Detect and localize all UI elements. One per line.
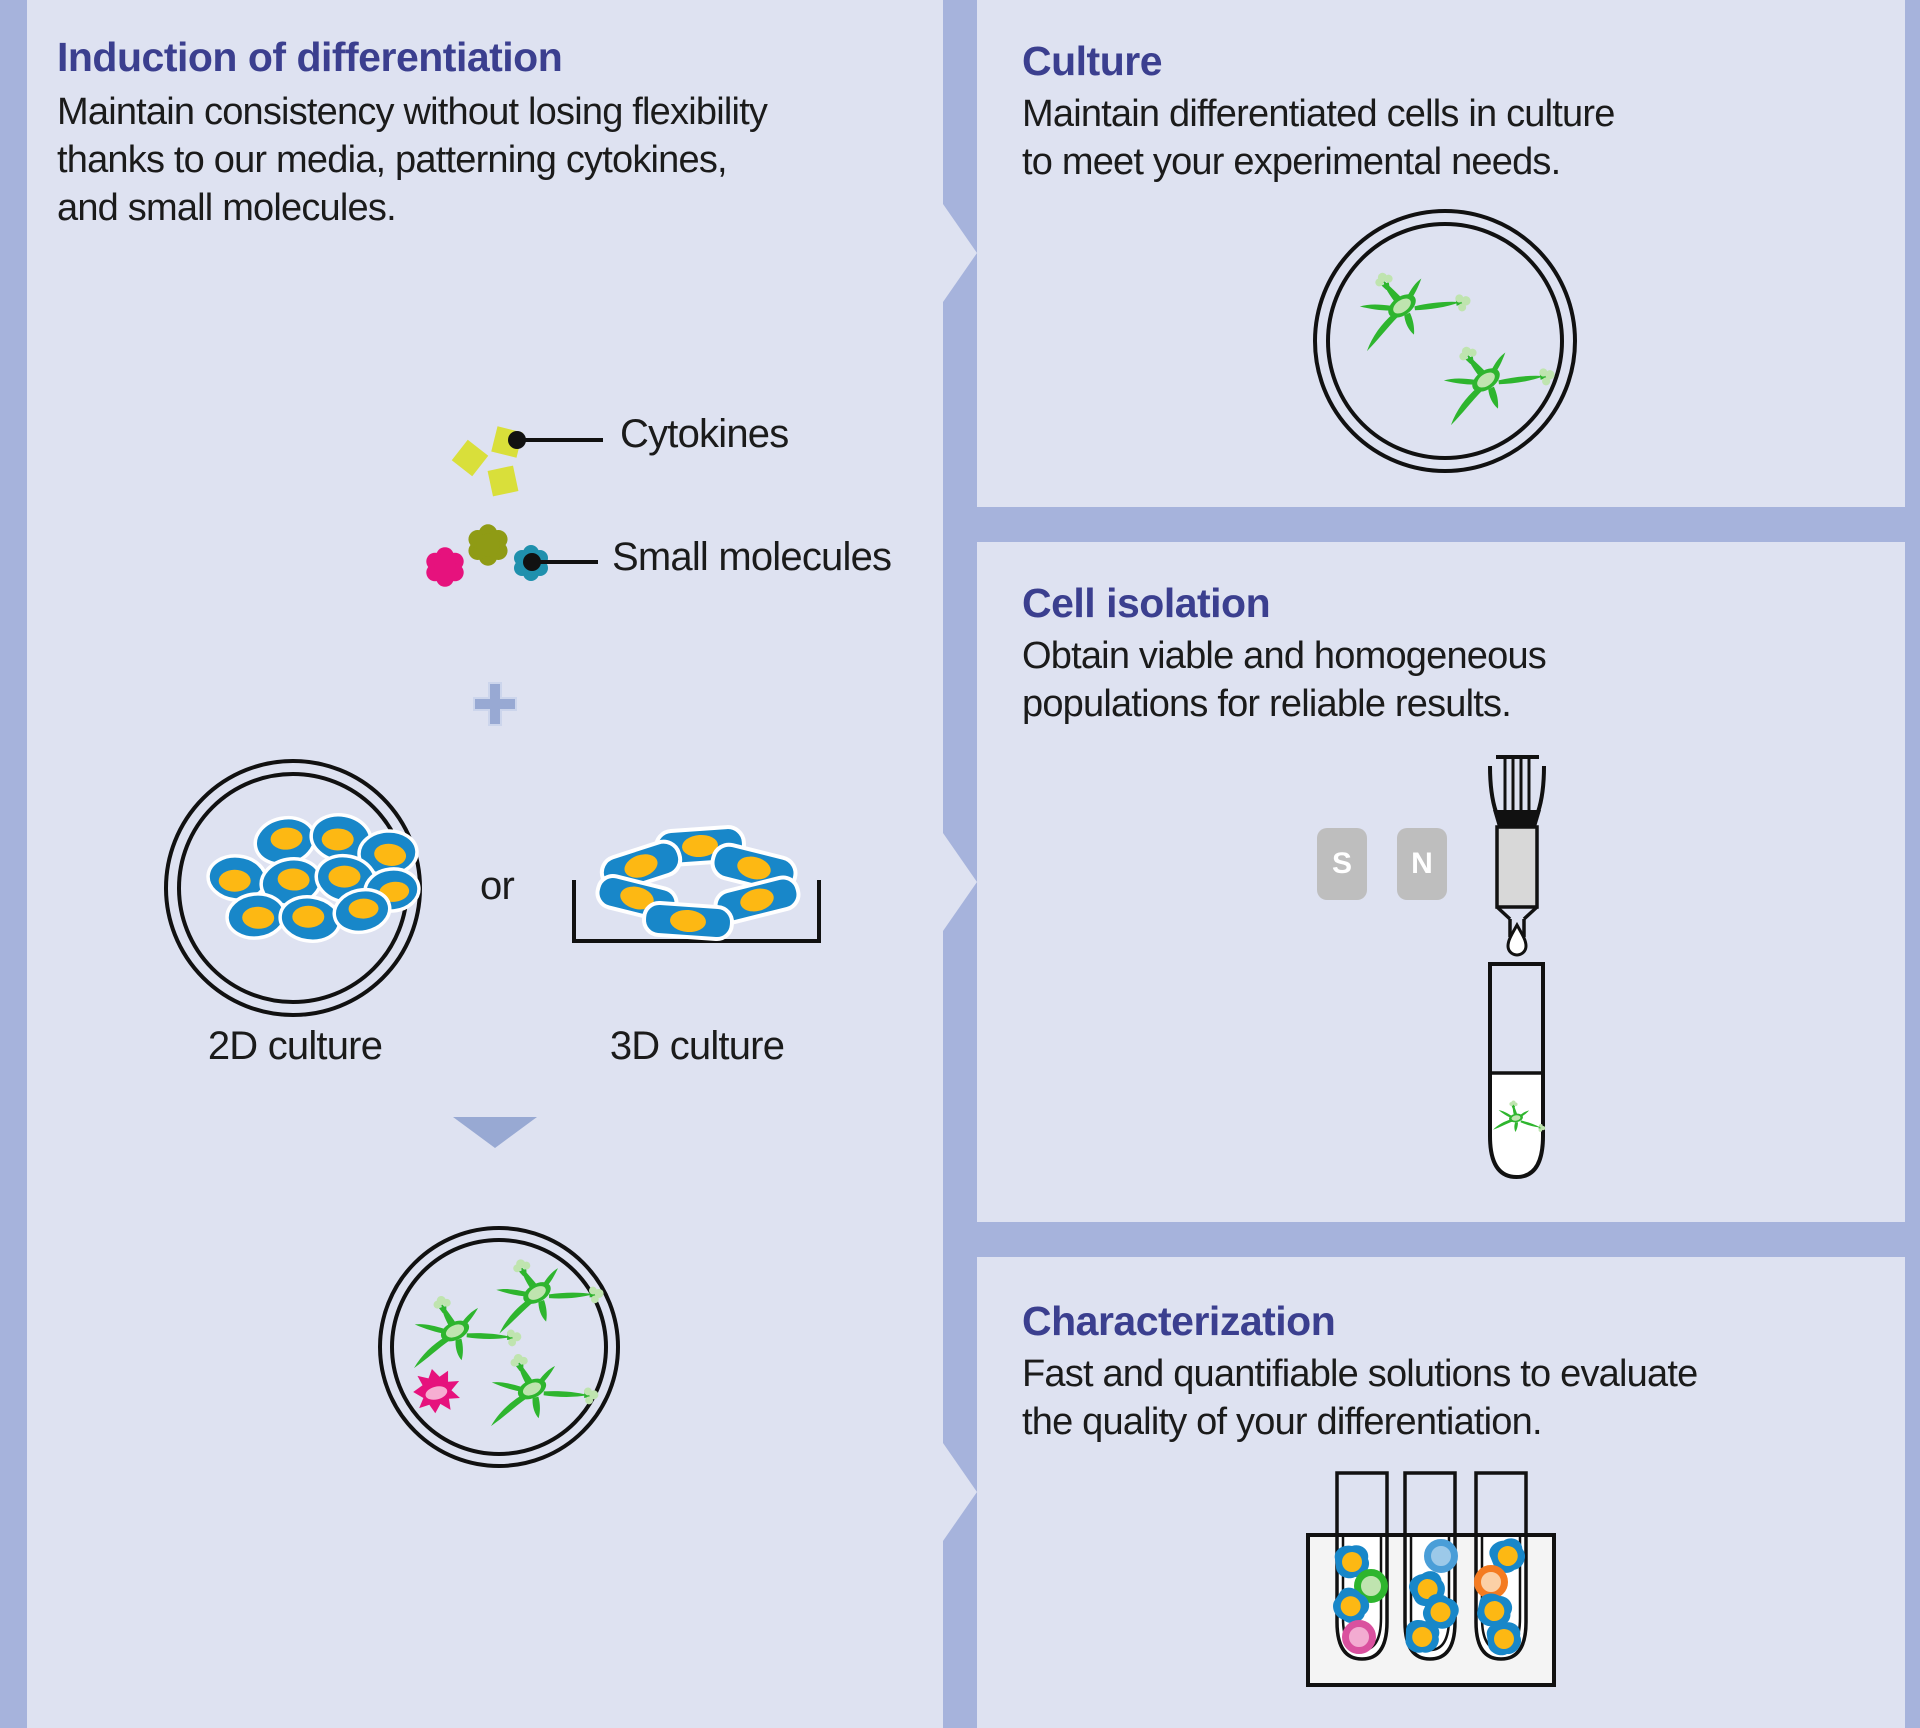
induction-description-line-1: Maintain consistency without losing flex… — [57, 91, 768, 133]
flow-arrow-to-characterization-icon — [943, 1443, 977, 1541]
characterization-description: Fast and quantifiable solutions to evalu… — [1022, 1350, 1698, 1446]
culture-title: Culture — [1022, 38, 1163, 84]
culture-3d-label: 3D culture — [609, 1024, 785, 1068]
flow-arrow-to-culture-icon — [943, 204, 977, 302]
induction-description-line-2: thanks to our media, patterning cytokine… — [57, 139, 728, 181]
culture-2d-label: 2D culture — [207, 1024, 383, 1068]
or-label: or — [480, 864, 515, 908]
induction-description-line-3: and small molecules. — [57, 187, 397, 229]
induction-title: Induction of differentiation — [57, 34, 563, 80]
magnet-north: N — [1397, 828, 1447, 900]
flow-arrow-to-cell-isolation-icon — [943, 833, 977, 931]
cell-isolation-description-line-1: Obtain viable and homogeneous — [1022, 635, 1547, 677]
small-molecules-label: Small molecules — [612, 535, 892, 579]
characterization-title: Characterization — [1022, 1298, 1336, 1344]
characterization-description-line-1: Fast and quantifiable solutions to evalu… — [1022, 1353, 1698, 1395]
culture-description-line-1: Maintain differentiated cells in culture — [1022, 93, 1615, 135]
cell-isolation-description-line-2: populations for reliable results. — [1022, 683, 1512, 725]
cytokines-label: Cytokines — [620, 412, 789, 456]
cell-isolation-title: Cell isolation — [1022, 580, 1271, 626]
magnet-south-label: S — [1331, 847, 1352, 880]
characterization-description-line-2: the quality of your differentiation. — [1022, 1401, 1543, 1443]
magnet-north-label: N — [1411, 847, 1433, 880]
culture-description: Maintain differentiated cells in culture… — [1022, 90, 1615, 186]
cell-isolation-description: Obtain viable and homogeneous population… — [1022, 632, 1547, 728]
culture-description-line-2: to meet your experimental needs. — [1022, 141, 1561, 183]
induction-description: Maintain consistency without losing flex… — [57, 88, 768, 232]
magnet-south: S — [1317, 828, 1367, 900]
